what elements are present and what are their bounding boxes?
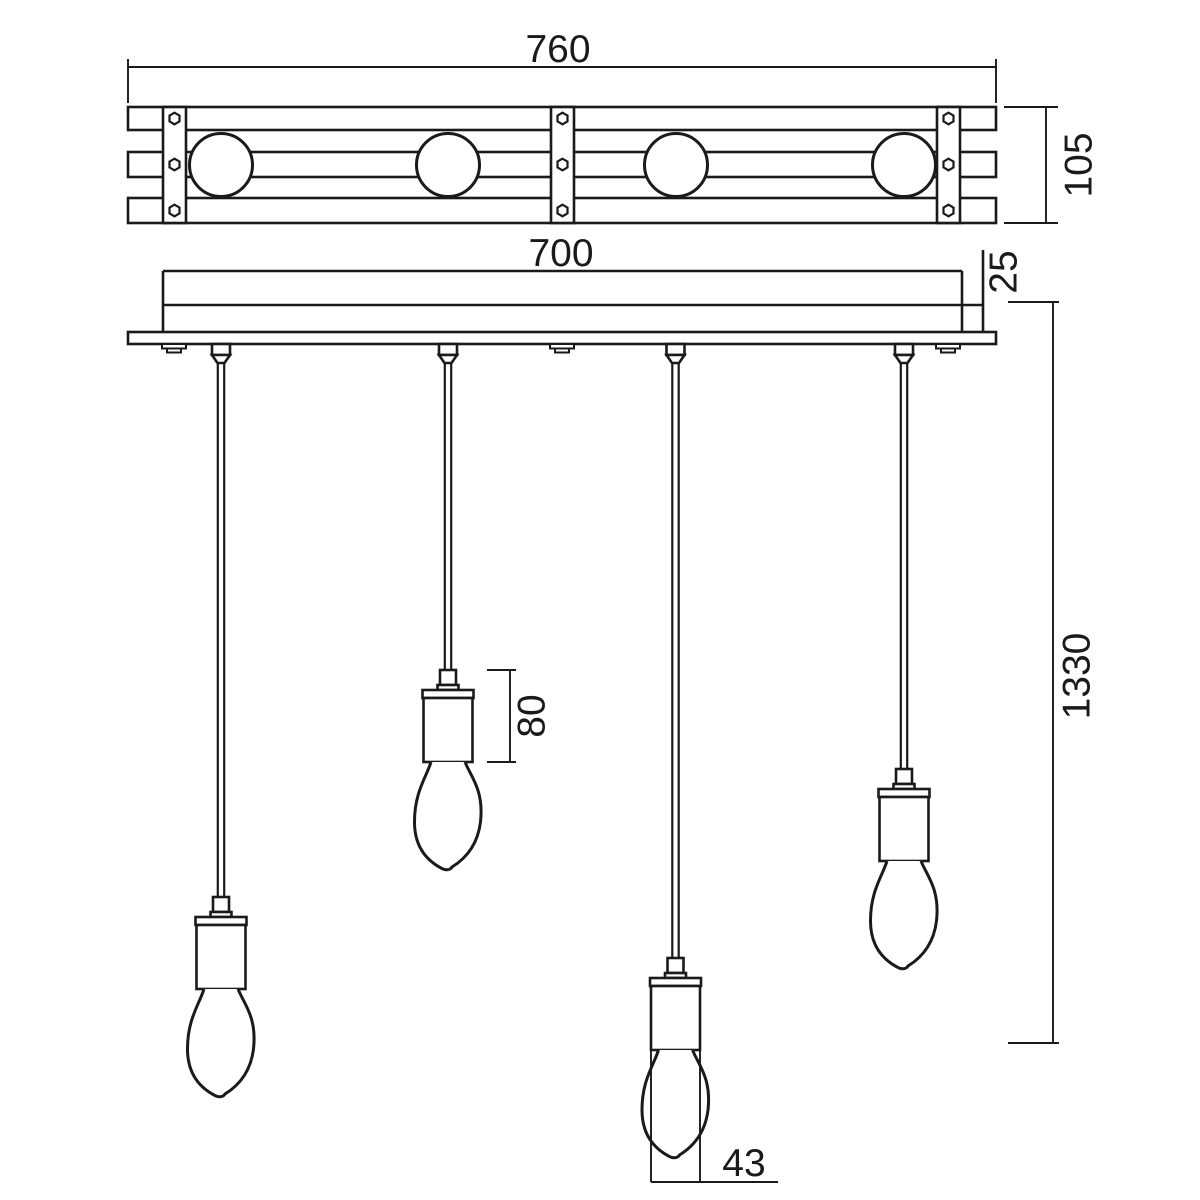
top-view [126, 105, 998, 225]
lamp-socket [878, 795, 930, 863]
edison-bulb [412, 761, 483, 872]
side-view [126, 250, 998, 1160]
lamp-socket [422, 696, 474, 764]
edison-bulb [868, 860, 939, 971]
dim-canopy-thickness-label: 25 [983, 250, 1026, 293]
cord-ferrule [894, 767, 914, 786]
edison-bulb [185, 988, 256, 1099]
canopy-box [161, 250, 985, 333]
dim-canopy-width: 700 [528, 232, 593, 275]
cord-grip [893, 342, 915, 357]
bulb-top-view-4 [871, 132, 937, 198]
bulb-top-view-3 [643, 132, 709, 198]
pendant-4 [868, 342, 939, 971]
lamp-socket [649, 984, 702, 1052]
cord-ferrule [666, 956, 685, 975]
dim-drop-length-label: 1330 [1056, 633, 1099, 720]
bulb-top-view-2 [415, 132, 481, 198]
dim-socket-height-label: 80 [511, 694, 554, 737]
cord-ferrule [211, 895, 231, 914]
dim-frame-depth: 105 [1004, 106, 1101, 224]
dim-frame-depth-label: 105 [1058, 132, 1101, 197]
cord-grip [437, 342, 459, 357]
pendant-2 [412, 342, 483, 872]
dim-socket-height: 80 [487, 669, 554, 763]
lamp-socket [195, 923, 247, 991]
dim-drop-length: 1330 [1008, 301, 1099, 1044]
plate-screws [161, 343, 961, 354]
cord-grip [210, 342, 232, 357]
edison-bulb [640, 1049, 711, 1160]
pendant-cord [899, 363, 909, 769]
dim-canopy-thickness: 25 [983, 250, 1026, 293]
pendant-cord [216, 363, 226, 897]
pendant-3 [640, 342, 711, 1160]
bulb-top-view-1 [188, 132, 254, 198]
mounting-plate [126, 330, 998, 346]
dim-canopy-width-label: 700 [528, 232, 593, 275]
dim-frame-width: 760 [127, 28, 997, 103]
pendant-1 [185, 342, 256, 1099]
cord-ferrule [438, 668, 458, 687]
dim-frame-width-label: 760 [525, 28, 590, 71]
cord-grip [665, 342, 686, 357]
dim-socket-diameter: 43 [650, 1051, 778, 1185]
dim-socket-diameter-label: 43 [722, 1142, 765, 1185]
pendant-cord [671, 363, 680, 958]
pendant-cord [443, 363, 453, 670]
